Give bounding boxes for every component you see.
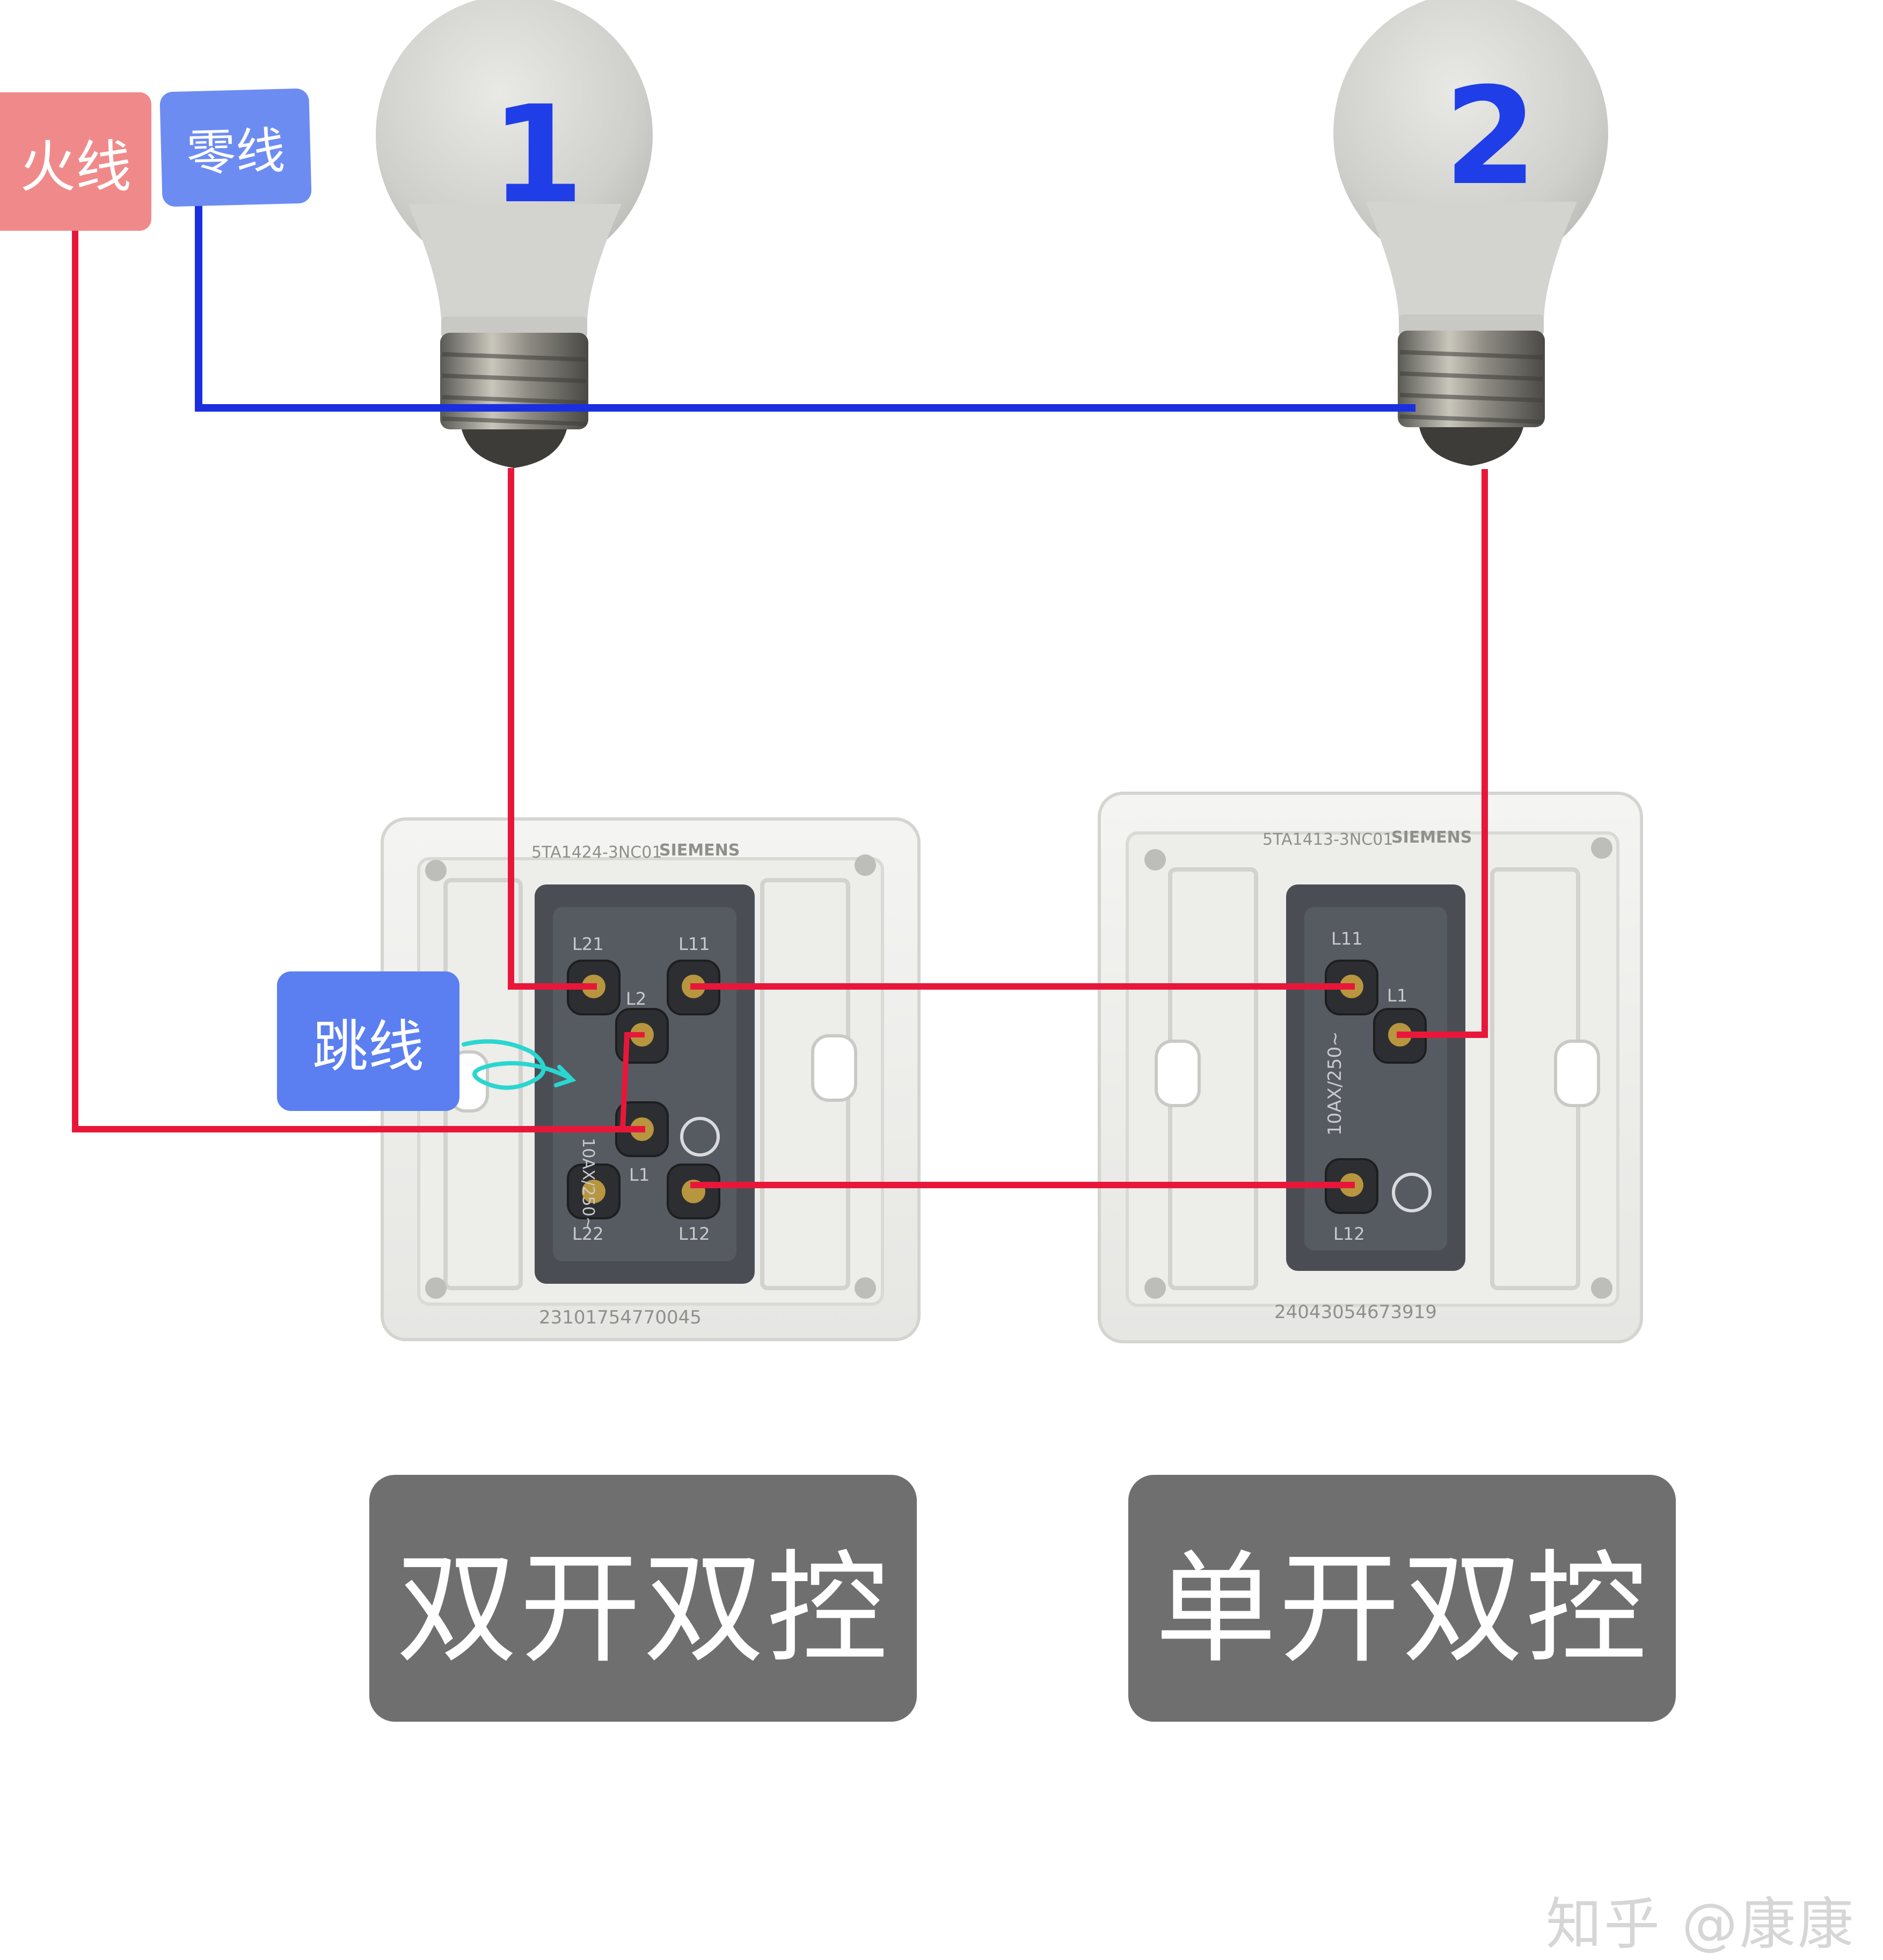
light-bulb-1 <box>376 0 653 468</box>
terminal-l12: L12 <box>678 1224 710 1244</box>
neutral-wire-label: 零线 <box>159 88 312 207</box>
live-wire-feed <box>72 190 645 1132</box>
switch-left-rating: 10AX/250~ <box>579 1138 597 1230</box>
live-wire-label: 火线 <box>0 92 151 231</box>
terminal-right-l1: L1 <box>1387 985 1407 1006</box>
switch-right-serial: 24043054673919 <box>1274 1301 1437 1323</box>
terminal-right-l12: L12 <box>1333 1224 1365 1244</box>
switch-left-brand: SIEMENS <box>659 841 740 860</box>
bulb-1-number: 1 <box>491 77 584 233</box>
terminal-l1: L1 <box>629 1165 649 1185</box>
switch-plate-right <box>1098 792 1643 1343</box>
terminal-right-l11: L11 <box>1331 928 1363 949</box>
caption-single-gang-double-control: 单开双控 <box>1128 1475 1676 1722</box>
light-bulb-2 <box>1333 0 1608 466</box>
switch-plate-left <box>381 817 921 1341</box>
terminal-l2: L2 <box>626 989 646 1009</box>
switch-right-rating: 10AX/250~ <box>1324 1031 1346 1136</box>
switch-right-model: 5TA1413-3NC01 <box>1262 830 1393 849</box>
jumper-wire <box>619 1032 645 1132</box>
jumper-arrowhead <box>554 1065 576 1087</box>
terminal-l22: L22 <box>572 1224 604 1244</box>
caption-double-gang-double-control: 双开双控 <box>369 1475 917 1722</box>
switch-left-serial: 23101754770045 <box>539 1307 702 1328</box>
switch-right-brand: SIEMENS <box>1391 828 1472 847</box>
neutral-wire <box>195 189 1415 412</box>
jumper-arrow <box>462 1039 573 1090</box>
switch-left-model: 5TA1424-3NC01 <box>531 843 662 862</box>
terminal-l21: L21 <box>572 934 604 954</box>
bulb-2-number: 2 <box>1444 58 1537 215</box>
jumper-label: 跳线 <box>277 971 459 1111</box>
bulb2-return-wire <box>1397 469 1488 1038</box>
terminal-l11: L11 <box>678 934 710 954</box>
watermark: 知乎 @康康 <box>1546 1891 1856 1957</box>
bulb1-return-wire <box>508 468 597 990</box>
